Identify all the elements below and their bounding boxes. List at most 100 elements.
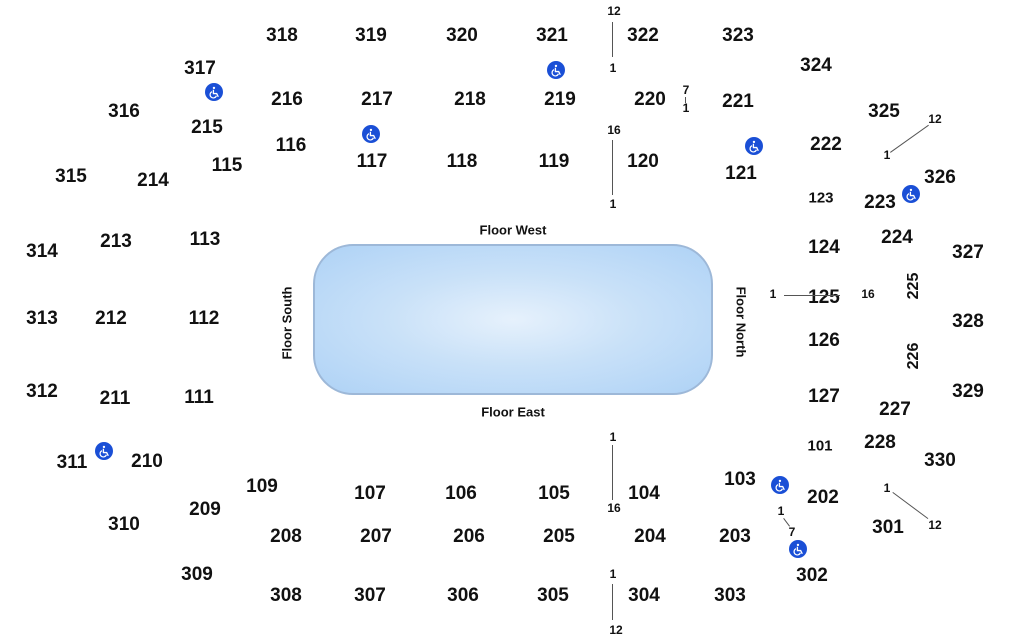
- section-306[interactable]: 306: [447, 585, 479, 606]
- section-227[interactable]: 227: [879, 399, 911, 420]
- section-103[interactable]: 103: [724, 469, 756, 490]
- row-number-label: 12: [607, 4, 621, 18]
- section-219[interactable]: 219: [544, 89, 576, 110]
- section-121[interactable]: 121: [725, 163, 757, 184]
- section-325[interactable]: 325: [868, 101, 900, 122]
- section-125[interactable]: 125: [808, 287, 840, 308]
- floor-north-label[interactable]: Floor North: [733, 286, 749, 358]
- section-204[interactable]: 204: [634, 526, 666, 547]
- section-313[interactable]: 313: [26, 308, 58, 329]
- section-303[interactable]: 303: [714, 585, 746, 606]
- section-211[interactable]: 211: [99, 388, 131, 409]
- row-number-label: 1: [777, 504, 785, 518]
- section-210[interactable]: 210: [131, 451, 163, 472]
- section-214[interactable]: 214: [137, 170, 169, 191]
- section-208[interactable]: 208: [270, 526, 302, 547]
- section-216[interactable]: 216: [271, 89, 303, 110]
- section-305[interactable]: 305: [537, 585, 569, 606]
- section-312[interactable]: 312: [26, 381, 58, 402]
- section-226[interactable]: 226: [905, 342, 922, 370]
- section-326[interactable]: 326: [924, 167, 956, 188]
- section-328[interactable]: 328: [952, 311, 984, 332]
- section-222[interactable]: 222: [810, 134, 842, 155]
- section-329[interactable]: 329: [952, 381, 984, 402]
- row-range-line: [892, 492, 928, 519]
- row-range-line: [784, 295, 840, 296]
- wheelchair-icon: [95, 442, 113, 460]
- section-317[interactable]: 317: [184, 58, 216, 79]
- section-321[interactable]: 321: [536, 25, 568, 46]
- section-206[interactable]: 206: [453, 526, 485, 547]
- section-327[interactable]: 327: [952, 242, 984, 263]
- row-range-line: [612, 22, 613, 57]
- section-212[interactable]: 212: [95, 308, 127, 329]
- section-314[interactable]: 314: [26, 241, 58, 262]
- section-217[interactable]: 217: [361, 89, 393, 110]
- row-range-line: [685, 97, 686, 103]
- row-number-label: 12: [928, 112, 942, 126]
- section-315[interactable]: 315: [55, 166, 87, 187]
- section-207[interactable]: 207: [360, 526, 392, 547]
- section-320[interactable]: 320: [446, 25, 478, 46]
- section-202[interactable]: 202: [807, 487, 839, 508]
- section-120[interactable]: 120: [627, 151, 659, 172]
- row-number-label: 1: [609, 61, 617, 75]
- section-324[interactable]: 324: [800, 55, 832, 76]
- section-220[interactable]: 220: [634, 89, 666, 110]
- row-number-label: 1: [883, 481, 891, 495]
- section-209[interactable]: 209: [189, 499, 221, 520]
- section-113[interactable]: 113: [189, 229, 221, 250]
- section-127[interactable]: 127: [808, 386, 840, 407]
- row-number-label: 7: [788, 525, 796, 539]
- section-223[interactable]: 223: [864, 192, 896, 213]
- wheelchair-icon: [745, 137, 763, 155]
- section-322[interactable]: 322: [627, 25, 659, 46]
- section-115[interactable]: 115: [211, 155, 243, 176]
- section-225[interactable]: 225: [905, 272, 922, 300]
- section-109[interactable]: 109: [246, 476, 278, 497]
- section-302[interactable]: 302: [796, 565, 828, 586]
- section-123[interactable]: 123: [808, 189, 834, 207]
- section-319[interactable]: 319: [355, 25, 387, 46]
- ice-rink: [313, 244, 713, 395]
- row-number-label: 16: [607, 123, 621, 137]
- section-124[interactable]: 124: [808, 237, 840, 258]
- section-112[interactable]: 112: [188, 308, 220, 329]
- section-330[interactable]: 330: [924, 450, 956, 471]
- section-304[interactable]: 304: [628, 585, 660, 606]
- section-318[interactable]: 318: [266, 25, 298, 46]
- row-number-label: 1: [883, 148, 891, 162]
- section-311[interactable]: 311: [56, 452, 88, 473]
- section-308[interactable]: 308: [270, 585, 302, 606]
- section-105[interactable]: 105: [538, 483, 570, 504]
- row-number-label: 7: [682, 83, 690, 97]
- section-221[interactable]: 221: [722, 91, 754, 112]
- section-126[interactable]: 126: [808, 330, 840, 351]
- section-106[interactable]: 106: [445, 483, 477, 504]
- section-203[interactable]: 203: [719, 526, 751, 547]
- row-number-label: 16: [861, 287, 875, 301]
- section-307[interactable]: 307: [354, 585, 386, 606]
- floor-east-label[interactable]: Floor East: [481, 404, 545, 420]
- section-215[interactable]: 215: [191, 117, 223, 138]
- section-218[interactable]: 218: [454, 89, 486, 110]
- section-228[interactable]: 228: [864, 432, 896, 453]
- section-118[interactable]: 118: [446, 151, 478, 172]
- section-119[interactable]: 119: [538, 151, 570, 172]
- section-101[interactable]: 101: [807, 437, 833, 455]
- section-323[interactable]: 323: [722, 25, 754, 46]
- section-107[interactable]: 107: [354, 483, 386, 504]
- floor-south-label[interactable]: Floor South: [279, 286, 295, 360]
- section-111[interactable]: 111: [184, 387, 214, 408]
- section-310[interactable]: 310: [108, 514, 140, 535]
- section-224[interactable]: 224: [881, 227, 913, 248]
- section-301[interactable]: 301: [872, 517, 904, 538]
- section-213[interactable]: 213: [100, 231, 132, 252]
- section-117[interactable]: 117: [356, 151, 388, 172]
- section-116[interactable]: 116: [275, 135, 307, 156]
- section-104[interactable]: 104: [628, 483, 660, 504]
- section-205[interactable]: 205: [543, 526, 575, 547]
- section-309[interactable]: 309: [181, 564, 213, 585]
- section-316[interactable]: 316: [108, 101, 140, 122]
- floor-west-label[interactable]: Floor West: [479, 222, 547, 238]
